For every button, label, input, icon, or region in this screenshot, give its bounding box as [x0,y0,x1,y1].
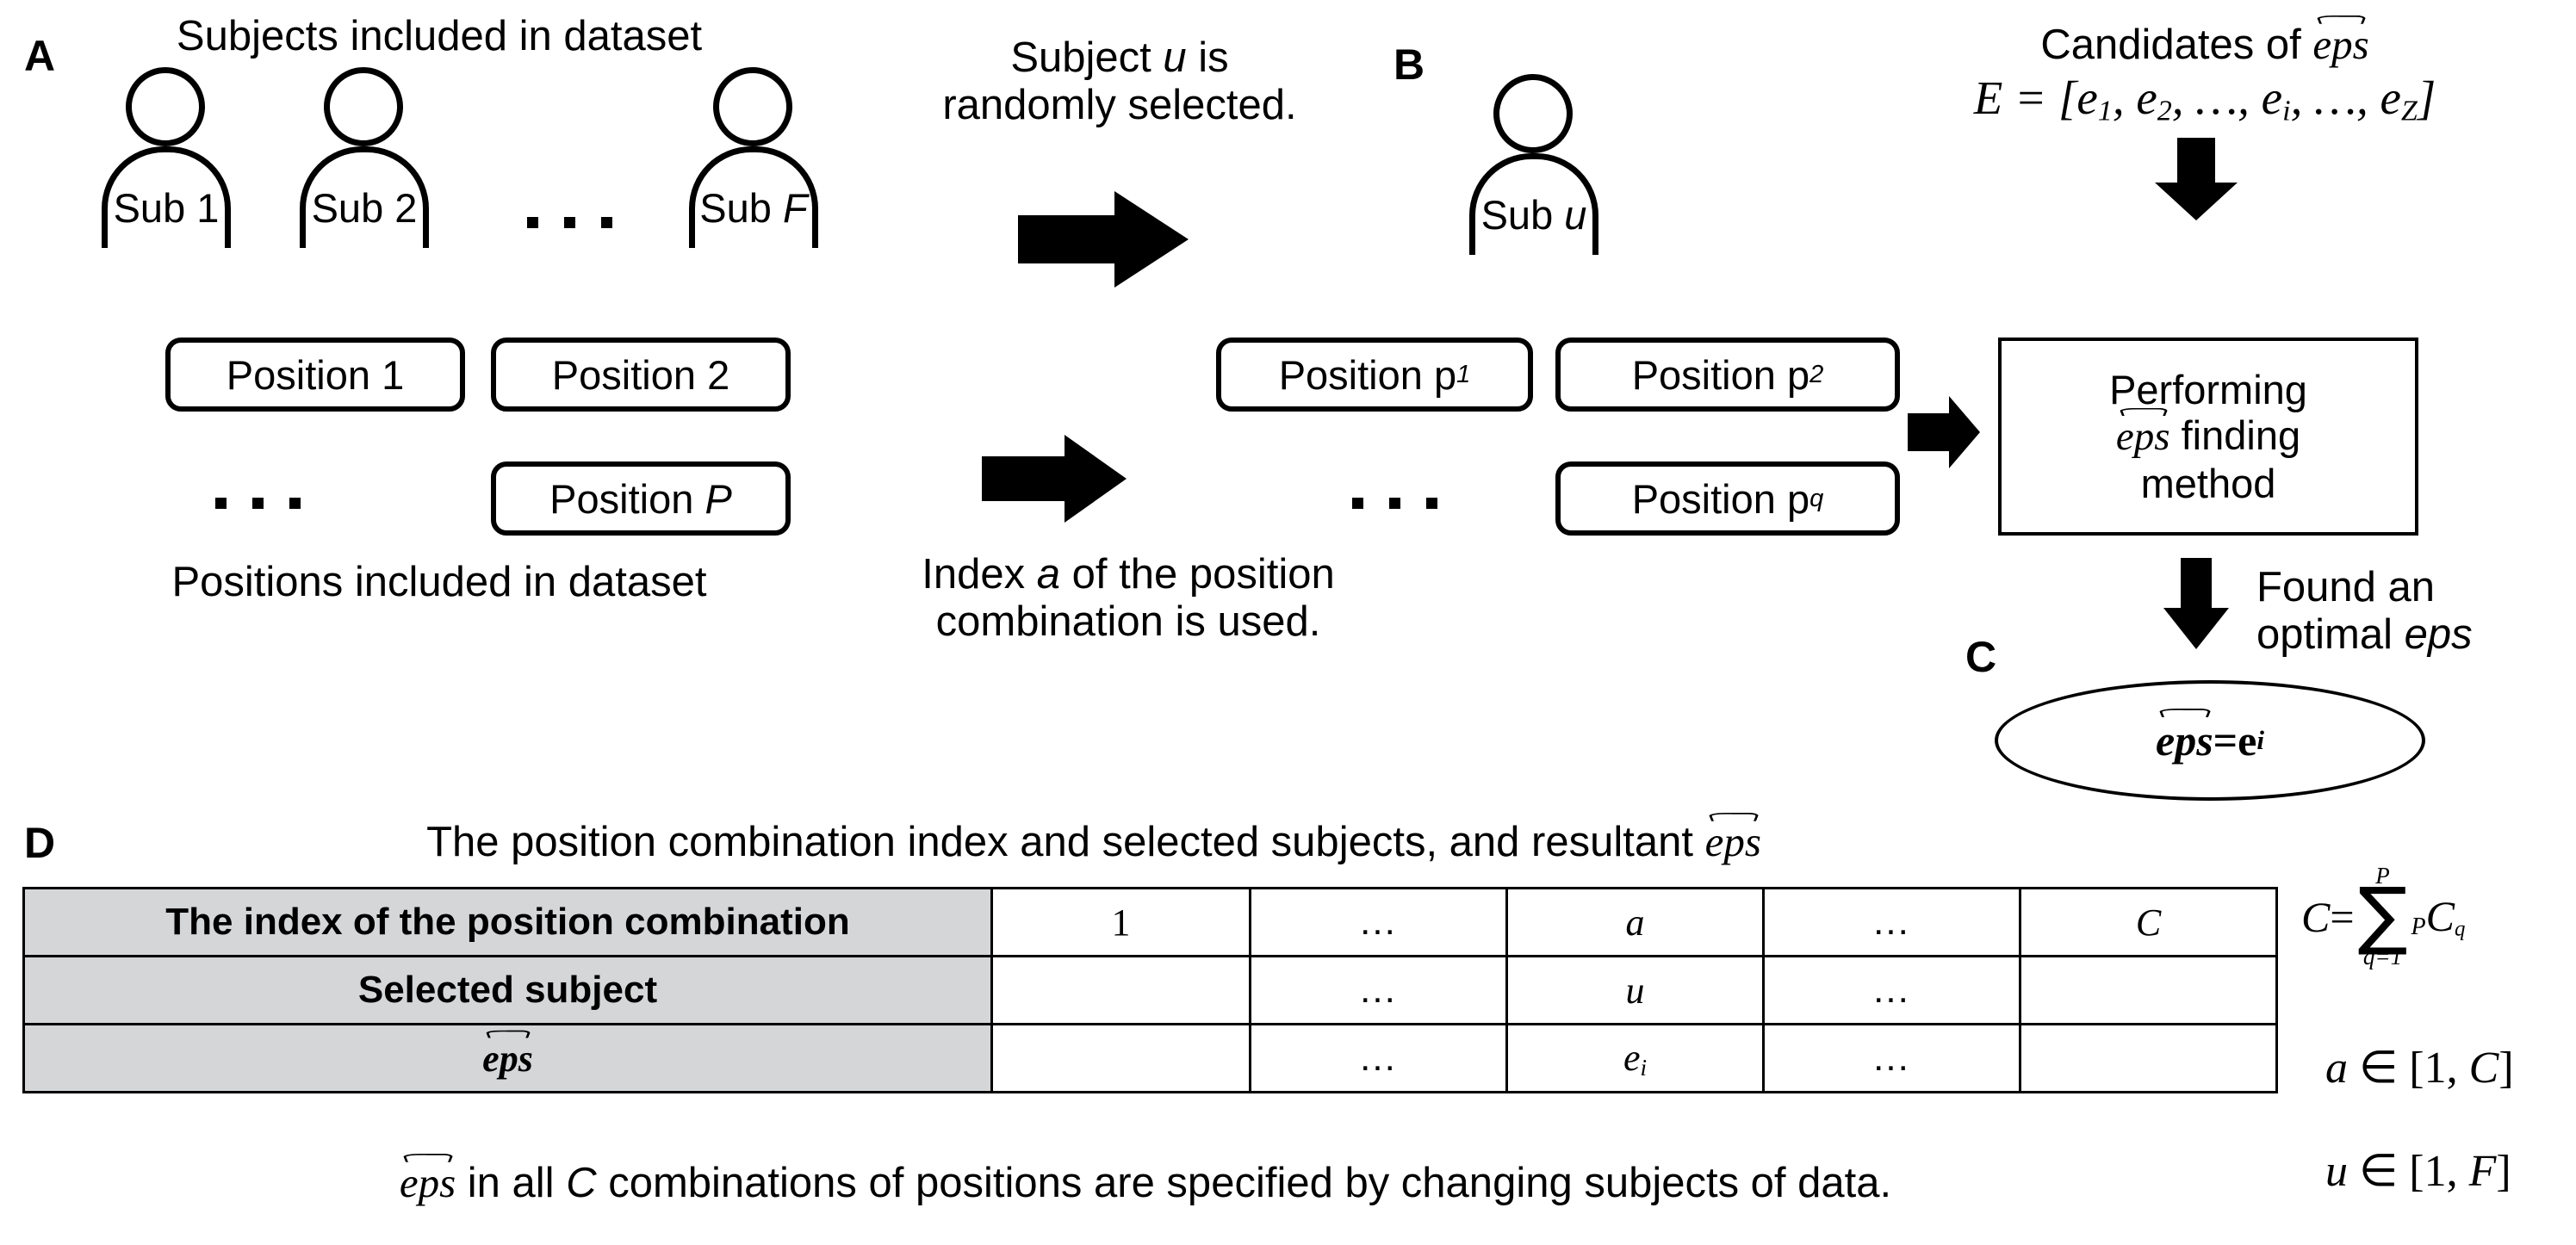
position-box-1: Position 1 [165,338,465,412]
right-arrow-icon-to-method [1908,396,1980,468]
table-cell-index-ellipsis-1: ... [1249,887,1508,957]
person-head-icon [713,67,792,146]
formula-combination-count: C = P ∑ q=1 PCq [2301,863,2466,970]
person-head-icon [1493,74,1573,153]
person-icon-subF: Sub F [689,67,818,248]
table-cell-index-a: a [1505,887,1765,957]
person-icon-sub2: Sub 2 [300,67,429,248]
table-rowheader-subject: Selected subject [22,955,993,1025]
annotation-index-used: Index a of the position combination is u… [922,551,1335,645]
formula-range-a: a ∈ [1, C] [2325,1044,2514,1093]
person-icon-subu: Sub u [1469,74,1598,255]
ellipsis-dots-icon-positions-b [1352,498,1437,509]
table-rowheader-index: The index of the position combination [22,887,993,957]
table-cell-eps-ei: ei [1505,1023,1765,1093]
combination-table: The index of the position combination 1 … [22,887,2278,1093]
candidates-title: Candidates of eps [2040,21,2369,68]
person-body-icon [689,146,818,248]
sigma-upper-limit: P [2375,863,2390,889]
sigma-lower-limit: q=1 [2362,944,2403,970]
table-row: eps ... ei ... [22,1023,2278,1093]
right-arrow-icon-subject [1018,191,1189,288]
position-box-2: Position 2 [491,338,791,412]
annotation-found-optimal: Found an optimal eps [2256,564,2473,658]
table-cell-eps-1 [990,1023,1251,1093]
table-row: Selected subject ... u ... [22,955,2278,1025]
person-head-icon [324,67,403,146]
table-cell-index-ellipsis-2: ... [1762,887,2021,957]
ellipsis-dots-icon-positions [215,498,301,509]
panel-a-footer: Positions included in dataset [171,559,707,605]
formula-range-u: u ∈ [1, F] [2325,1147,2511,1196]
sigma-icon: ∑ [2357,872,2408,958]
subject-label-1: Sub 1 [113,185,220,231]
down-arrow-icon-to-method [2155,138,2238,220]
panel-d-caption: eps in all C combinations of positions a… [399,1159,1892,1206]
table-cell-eps-C [2019,1023,2278,1093]
table-cell-subject-ellipsis-1: ... [1249,955,1508,1025]
right-arrow-icon-index [982,435,1127,523]
panel-letter-b: B [1394,40,1425,89]
panel-a-title: Subjects included in dataset [176,13,703,59]
person-body-icon [1469,153,1598,255]
panel-letter-c: C [1965,633,1997,681]
subject-label-F: Sub F [699,185,808,231]
subject-label-u: Sub u [1480,192,1587,238]
table-rowheader-eps: eps [22,1023,993,1093]
table-cell-index-C: C [2019,887,2278,957]
table-cell-index-1: 1 [990,887,1251,957]
table-cell-eps-ellipsis-2: ... [1762,1023,2021,1093]
panel-letter-d: D [24,819,56,867]
person-body-icon [300,146,429,248]
table-cell-subject-u: u [1505,955,1765,1025]
ellipsis-dots-icon-subjects [527,217,612,228]
method-box-line2: eps finding [2115,412,2301,460]
person-head-icon [126,67,205,146]
annotation-subject-random: Subject u is randomly selected. [942,34,1297,128]
method-box-line3: method [2140,460,2276,506]
person-body-icon [102,146,231,248]
position-box-P: Position P [491,461,791,536]
subject-label-2: Sub 2 [311,185,418,231]
table-cell-subject-ellipsis-2: ... [1762,955,2021,1025]
table-row: The index of the position combination 1 … [22,887,2278,957]
table-cell-eps-ellipsis-1: ... [1249,1023,1508,1093]
table-cell-subject-1 [990,955,1251,1025]
table-cell-subject-C [2019,955,2278,1025]
down-arrow-icon-to-result [2163,558,2229,649]
person-icon-sub1: Sub 1 [102,67,231,248]
method-box: Performing eps finding method [1998,338,2418,536]
panel-letter-a: A [24,32,56,80]
panel-d-title: The position combination index and selec… [426,818,1761,865]
method-box-line1: Performing [2109,366,2307,412]
candidates-formula: E = [e1, e2, …, ei, …, eZ] [1973,71,2436,127]
